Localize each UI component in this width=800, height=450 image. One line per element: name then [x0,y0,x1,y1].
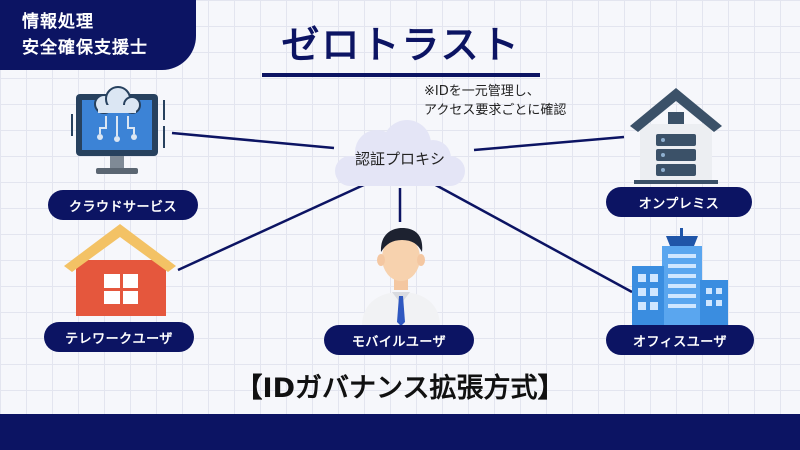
proxy-cloud-icon [335,120,465,186]
category-badge: 情報処理 安全確保支援士 [0,0,196,70]
badge-line-1: 情報処理 [22,12,94,32]
on-premises-pill: オンプレミス [606,187,752,217]
office-user-pill: オフィスユーザ [606,325,754,355]
proxy-note: ※IDを一元管理し、 アクセス要求ごとに確認 [424,82,566,120]
proxy-label: 認証プロキシ [354,150,445,168]
note-line-1: ※IDを一元管理し、 [424,84,540,99]
line-office [431,181,633,294]
page-title: ゼロトラスト [262,14,540,77]
on-premises-house-icon [630,88,722,184]
scheme-subtitle: 【IDガバナンス拡張方式】 [235,373,565,404]
badge-line-2: 安全確保支援士 [22,38,148,58]
note-line-2: アクセス要求ごとに確認 [424,103,567,118]
mobile-user-person-icon [362,228,440,326]
telework-house-icon [64,224,176,316]
telework-user-pill: テレワークユーザ [44,322,194,352]
line-cloud-service [171,131,335,150]
office-building-icon [632,228,728,328]
cloud-service-pill: クラウドサービス [48,190,198,220]
cloud-service-monitor-icon [71,86,165,174]
mobile-user-pill: モバイルユーザ [324,325,474,355]
line-on-premises [473,135,625,152]
footer-bar [0,414,800,450]
line-telework [177,181,369,272]
